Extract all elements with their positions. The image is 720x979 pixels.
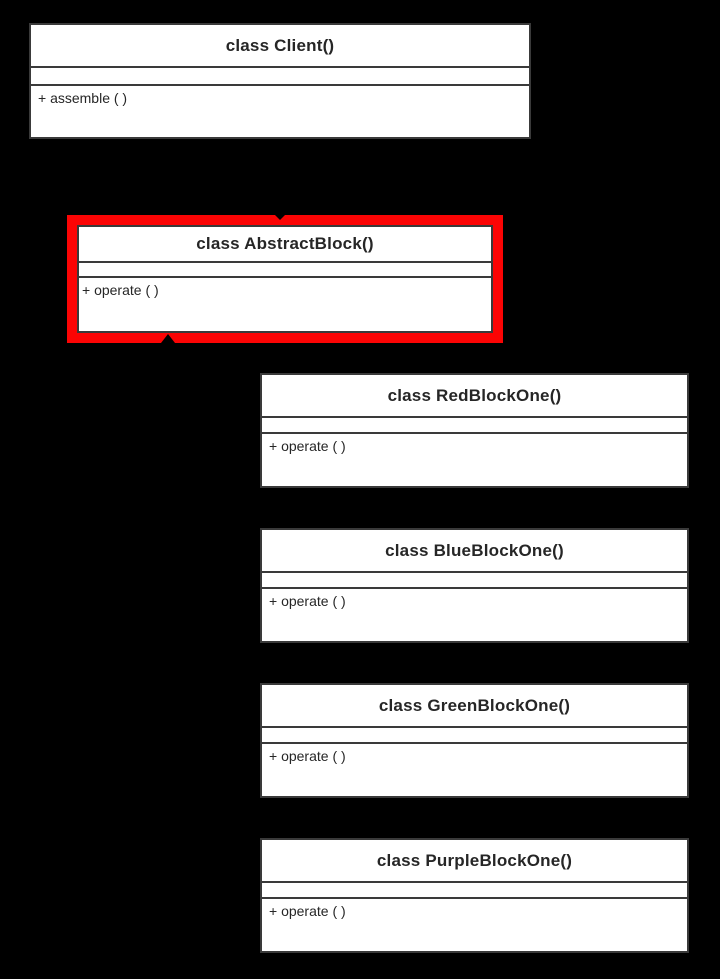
class-box-red-block-one: class RedBlockOne() + operate ( ) [260,373,689,488]
class-title-abstract-block: class AbstractBlock() [79,227,491,263]
attributes-section-red-block-one [262,418,687,434]
method-label-purple-block-one: + operate ( ) [269,903,346,919]
class-title-purple-block-one: class PurpleBlockOne() [262,840,687,883]
method-label-blue-block-one: + operate ( ) [269,593,346,609]
attributes-section-client [31,68,529,86]
class-title-green-block-one: class GreenBlockOne() [262,685,687,728]
class-box-abstract-block: class AbstractBlock() + operate ( ) [77,225,493,333]
attributes-section-abstract-block [79,263,491,278]
class-box-client: class Client() + assemble ( ) [29,23,531,139]
class-title-red-block-one: class RedBlockOne() [262,375,687,418]
class-box-purple-block-one: class PurpleBlockOne() + operate ( ) [260,838,689,953]
highlight-border-abstract-block: class AbstractBlock() + operate ( ) [67,215,503,343]
class-title-client: class Client() [31,25,529,68]
attributes-section-green-block-one [262,728,687,744]
connector-arrowhead-notch-bottom [161,334,175,343]
class-box-blue-block-one: class BlueBlockOne() + operate ( ) [260,528,689,643]
connector-arrowhead-notch-top [275,215,285,220]
method-label-green-block-one: + operate ( ) [269,748,346,764]
attributes-section-purple-block-one [262,883,687,899]
class-box-green-block-one: class GreenBlockOne() + operate ( ) [260,683,689,798]
method-label-red-block-one: + operate ( ) [269,438,346,454]
method-label-client: + assemble ( ) [38,90,128,106]
method-label-abstract-block: + operate ( ) [82,282,159,298]
attributes-section-blue-block-one [262,573,687,589]
class-title-blue-block-one: class BlueBlockOne() [262,530,687,573]
